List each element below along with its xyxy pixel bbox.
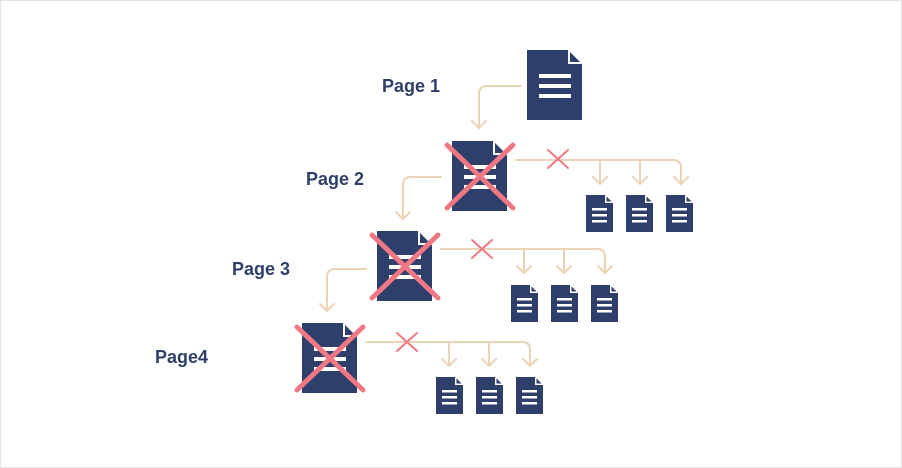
cross-icon bbox=[294, 324, 366, 393]
page-label: Page 1 bbox=[382, 76, 440, 96]
arrow-page4-children bbox=[365, 341, 538, 367]
page-label: Page 3 bbox=[232, 259, 290, 279]
page-label: Page4 bbox=[155, 347, 208, 367]
blocked-link-crosses bbox=[396, 149, 569, 352]
document-icon bbox=[551, 285, 578, 322]
page-label: Page 2 bbox=[306, 169, 364, 189]
cross-icon bbox=[547, 149, 569, 169]
document-icon bbox=[527, 50, 582, 120]
cross-icon bbox=[444, 142, 516, 211]
document-icon bbox=[586, 195, 613, 232]
arrow-page1-to-page2 bbox=[471, 85, 522, 129]
arrow-page3-children bbox=[440, 248, 613, 274]
cross-icon bbox=[369, 232, 441, 301]
document-icon bbox=[666, 195, 693, 232]
document-icon bbox=[516, 377, 543, 414]
cross-icon bbox=[471, 239, 493, 259]
document-icon bbox=[476, 377, 503, 414]
crossed-out-marks bbox=[294, 142, 516, 393]
arrow-page2-to-page3 bbox=[395, 176, 442, 220]
child-documents bbox=[436, 195, 693, 414]
cross-icon bbox=[396, 332, 418, 352]
document-icon bbox=[591, 285, 618, 322]
document-icon bbox=[626, 195, 653, 232]
connector-arrows bbox=[319, 85, 689, 367]
arrow-page3-to-page4 bbox=[319, 268, 367, 312]
document-icon bbox=[436, 377, 463, 414]
document-icon bbox=[511, 285, 538, 322]
arrow-page2-children bbox=[515, 159, 689, 185]
